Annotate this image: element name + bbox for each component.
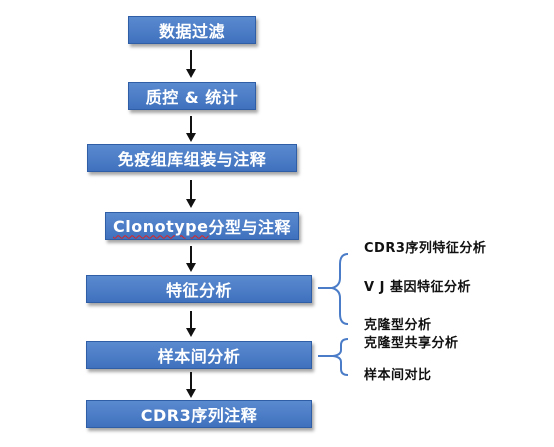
step-feature-analysis: 特征分析 (86, 275, 312, 303)
step-label: 数据过滤 (158, 22, 225, 41)
sample-analysis-brace (318, 338, 349, 376)
arrow-down-icon (186, 180, 196, 208)
step-repertoire-assembly-annotation: 免疫组库组装与注释 (87, 144, 297, 172)
step-label-prefix: Clonotype (113, 216, 209, 236)
step-label: CDR3序列注释 (140, 406, 258, 425)
note-vj-gene-features: V J 基因特征分析 (364, 280, 471, 295)
note-cdr3-sequence-features: CDR3序列特征分析 (364, 241, 487, 256)
step-label: 特征分析 (165, 281, 232, 300)
arrow-down-icon (186, 372, 196, 398)
step-label: 质控 & 统计 (145, 88, 239, 107)
arrow-down-icon (186, 311, 196, 337)
step-data-filtering: 数据过滤 (128, 16, 256, 44)
step-label: 样本间分析 (157, 347, 241, 366)
step-label: 免疫组库组装与注释 (117, 150, 267, 169)
note-clonotype-analysis: 克隆型分析 (364, 318, 432, 333)
arrow-down-icon (186, 50, 196, 78)
arrow-down-icon (186, 116, 196, 142)
step-cdr3-annotation: CDR3序列注释 (86, 400, 312, 428)
note-sample-comparison: 样本间对比 (364, 368, 432, 383)
step-qc-statistics: 质控 & 统计 (128, 82, 256, 110)
arrow-down-icon (186, 246, 196, 272)
step-sample-analysis: 样本间分析 (86, 341, 312, 369)
step-label-suffix: 分型与注释 (208, 218, 291, 237)
step-clonotype-annotation: Clonotype 分型与注释 (105, 212, 299, 240)
note-clonotype-sharing: 克隆型共享分析 (364, 336, 459, 351)
feature-analysis-brace (318, 253, 349, 325)
